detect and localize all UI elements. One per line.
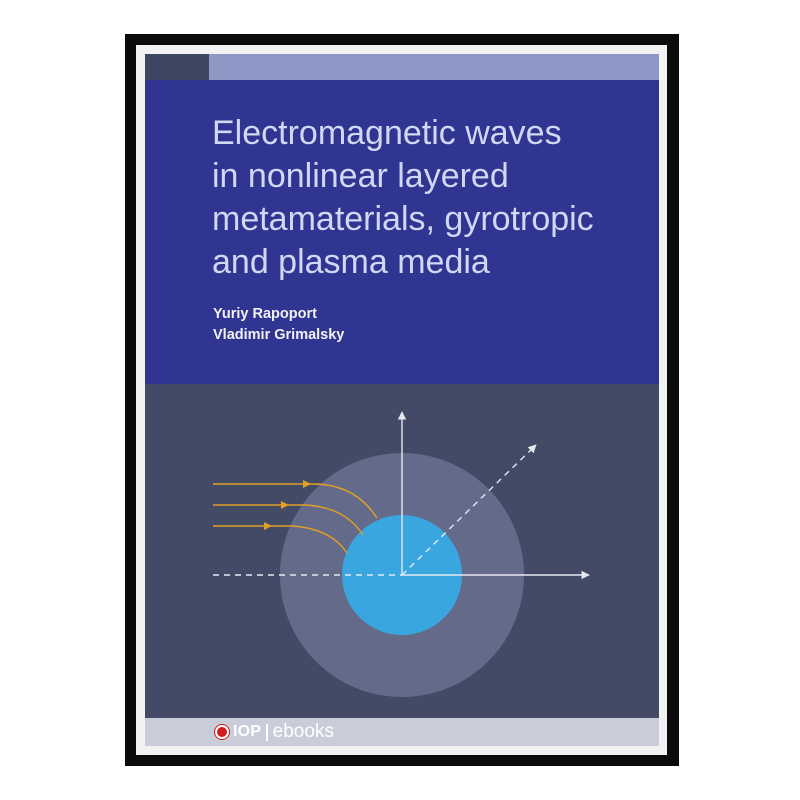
diagonal-dashed-arrow [401,444,537,576]
series-name: ebooks [272,721,334,742]
book-cover: Electromagnetic waves in nonlinear layer… [145,54,659,746]
author-name: Yuriy Rapoport [213,306,317,322]
author-list: Yuriy Rapoport Vladimir Grimalsky [213,304,344,346]
publisher-footer: IOP ebooks [145,718,659,746]
top-strip-left [145,54,209,80]
cover-illustration [213,411,590,697]
field-arrow [264,522,272,530]
publisher-logo: IOP ebooks [215,721,334,742]
field-arrow [281,501,289,509]
logo-text: IOP [233,723,262,740]
title-panel: Electromagnetic waves in nonlinear layer… [145,80,659,384]
top-strip-right [209,54,659,80]
field-line [213,525,348,554]
field-line [213,504,364,536]
author-name: Vladimir Grimalsky [213,327,345,343]
field-arrow [303,480,311,488]
field-line [213,483,378,519]
iop-logo-icon [215,725,229,739]
logo-separator [266,723,268,741]
book-title: Electromagnetic waves in nonlinear layer… [212,114,594,281]
